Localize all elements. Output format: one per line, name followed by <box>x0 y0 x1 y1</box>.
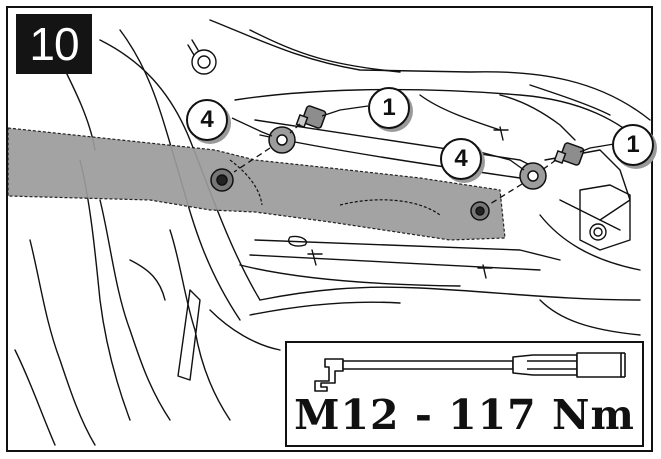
bolt-holes <box>210 168 490 221</box>
torque-wrench-icon <box>314 352 626 392</box>
torque-spec-panel: M12 - 117 Nm <box>285 341 644 447</box>
callout-1-right: 1 <box>612 124 654 166</box>
crossmember-highlight <box>7 127 506 241</box>
washers <box>268 126 547 190</box>
torque-spec-text: M12 - 117 Nm <box>294 391 635 439</box>
step-number-badge: 10 <box>16 14 92 74</box>
callout-1-top: 1 <box>368 87 410 129</box>
leader-lines <box>231 105 615 171</box>
callout-4-right: 4 <box>440 138 482 180</box>
vehicle-body-lines <box>14 19 651 446</box>
alignment-lines <box>233 123 557 205</box>
callout-4-left: 4 <box>186 99 228 141</box>
illustration-frame <box>6 6 653 452</box>
bolts <box>295 105 585 166</box>
